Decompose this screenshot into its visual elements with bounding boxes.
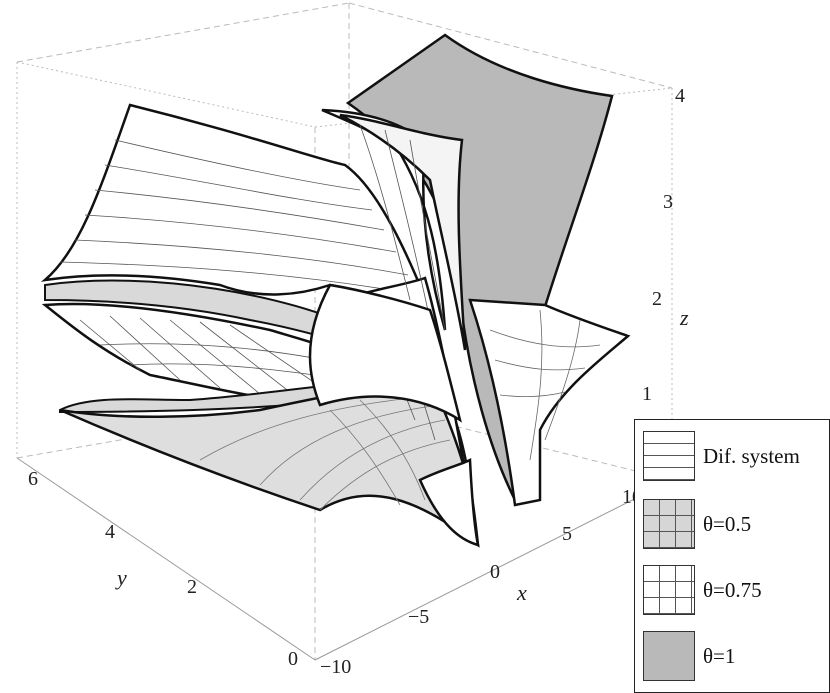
x-axis-ticks: −10 −5 0 5 10 bbox=[320, 486, 642, 678]
z-tick-4: 4 bbox=[675, 85, 685, 107]
legend-swatch-dif-system bbox=[643, 431, 695, 481]
z-axis-ticks: 4 3 2 1 bbox=[642, 85, 685, 405]
z-tick-2: 2 bbox=[652, 288, 662, 310]
x-tick-5: 5 bbox=[562, 523, 572, 545]
x-tick-minus-5: −5 bbox=[408, 606, 429, 628]
legend: Dif. system θ=0.5 θ=0.75 θ=1 bbox=[634, 419, 830, 693]
legend-swatch-theta-0.5 bbox=[643, 499, 695, 549]
y-tick-0: 0 bbox=[288, 648, 298, 670]
x-tick-0: 0 bbox=[490, 561, 500, 583]
surface-dif-system bbox=[40, 103, 433, 313]
y-tick-4: 4 bbox=[105, 521, 115, 543]
z-tick-1: 1 bbox=[642, 383, 652, 405]
surface-flat-right bbox=[468, 298, 631, 507]
y-tick-2: 2 bbox=[187, 576, 197, 598]
legend-item-theta-0.75: θ=0.75 bbox=[643, 564, 762, 616]
z-tick-3: 3 bbox=[663, 191, 673, 213]
y-axis-ticks: 6 4 2 0 bbox=[28, 468, 298, 670]
z-axis-label: z bbox=[679, 305, 689, 330]
legend-label: Dif. system bbox=[703, 443, 800, 468]
x-tick-minus-10: −10 bbox=[320, 656, 351, 678]
x-axis-label: x bbox=[516, 580, 527, 605]
y-tick-6: 6 bbox=[28, 468, 38, 490]
surface-dif-system-front bbox=[308, 283, 462, 423]
legend-swatch-theta-1 bbox=[643, 631, 695, 681]
legend-item-theta-0.5: θ=0.5 bbox=[643, 498, 751, 550]
legend-label: θ=0.5 bbox=[703, 511, 752, 536]
y-axis-label: y bbox=[115, 565, 127, 590]
legend-label: θ=0.75 bbox=[703, 577, 762, 602]
legend-item-dif-system: Dif. system bbox=[643, 430, 800, 482]
legend-item-theta-1: θ=1 bbox=[643, 630, 735, 682]
legend-label: θ=1 bbox=[703, 643, 736, 668]
legend-swatch-theta-0.75 bbox=[643, 565, 695, 615]
